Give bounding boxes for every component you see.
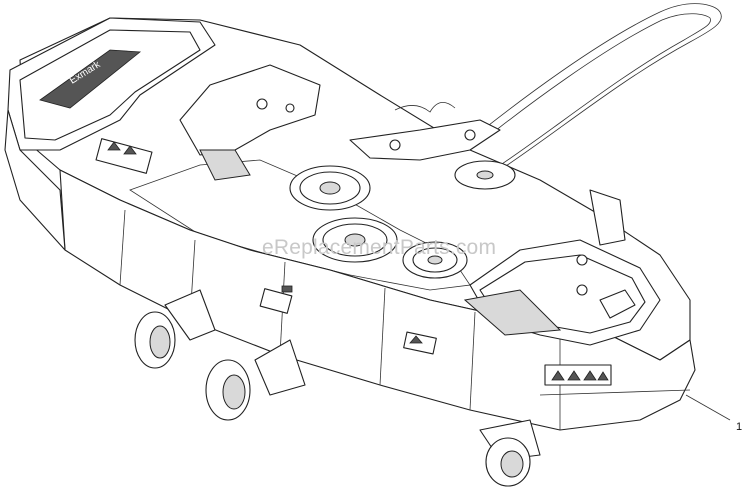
spindle-pulley-left: [289, 165, 371, 211]
caster-wheel-center: [205, 339, 306, 421]
right-bracket: [589, 189, 626, 246]
right-belt-cover: [463, 239, 661, 346]
warning-decal-left: [95, 138, 153, 174]
watermark-text: eReplacementParts.com: [262, 236, 497, 259]
caster-wheel-right: [479, 419, 541, 487]
drive-belt: [469, 3, 722, 171]
info-decal: [259, 285, 437, 355]
idler-arm: [349, 102, 516, 190]
deck-skirt: [59, 169, 696, 431]
spindle-pulley-right: [402, 241, 468, 279]
left-housing: Exmark: [4, 17, 216, 251]
callout-leader: [685, 394, 731, 421]
callout-number: 1: [736, 421, 743, 433]
spindle-pulley-center: [312, 217, 398, 263]
caster-wheel-left: [134, 289, 216, 369]
left-belt-cover: [179, 64, 321, 181]
warning-decal-right: [544, 364, 612, 386]
